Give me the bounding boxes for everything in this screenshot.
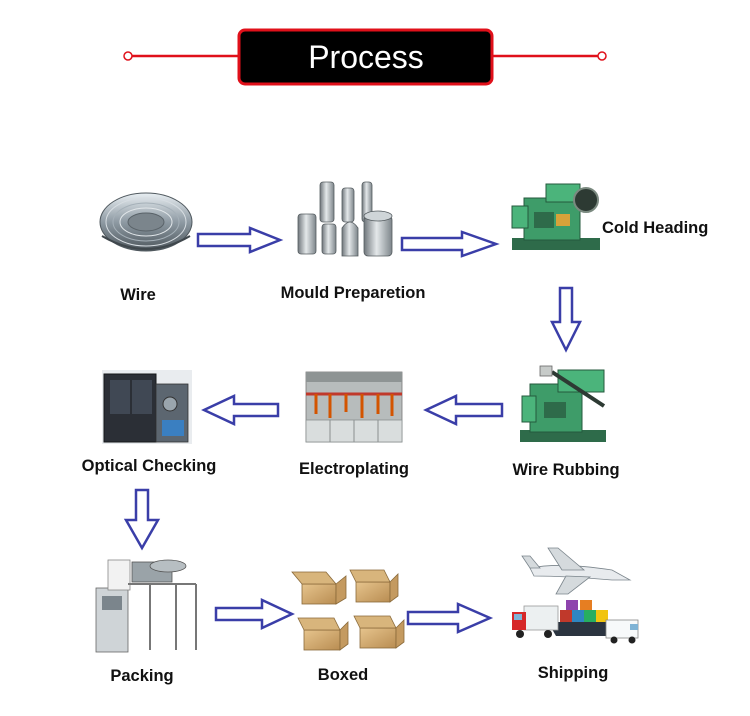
step-mould: Mould Preparetion [281, 181, 426, 302]
cold-heading-machine-icon [511, 183, 600, 250]
cardboard-boxes-icon [291, 569, 405, 651]
page-title: Process [308, 39, 424, 75]
arrow-wire-to-mould [196, 226, 284, 254]
step-boxed: Boxed [291, 569, 405, 684]
step-label-optical: Optical Checking [82, 457, 217, 475]
step-label-shipping: Shipping [538, 664, 609, 682]
box-4 [353, 615, 405, 649]
white-van-icon [605, 619, 639, 644]
arrow-packing-to-boxed [214, 598, 295, 630]
step-wire: Wire [99, 192, 193, 304]
arrow-wire-rubbing-to-electroplating [423, 394, 504, 426]
step-label-boxed: Boxed [318, 666, 368, 684]
arrow-optical-to-packing [123, 488, 161, 551]
box-3 [297, 617, 349, 651]
airplane-icon [521, 547, 632, 595]
step-label-mould: Mould Preparetion [281, 284, 426, 302]
title-box [237, 28, 494, 86]
red-truck-icon [512, 605, 559, 638]
step-electroplating: Electroplating [299, 371, 409, 478]
step-packing: Packing [95, 559, 197, 685]
arrow-cold-heading-to-wire-rubbing [549, 286, 583, 353]
step-label-wire-rubbing: Wire Rubbing [512, 461, 619, 479]
wire-coil-icon [99, 192, 193, 252]
flow-arrows [123, 226, 583, 634]
airplane-truck-ship-icon [512, 547, 639, 644]
title-dot-right [597, 51, 607, 61]
step-label-packing: Packing [110, 667, 173, 685]
step-label-cold-heading: Cold Heading [602, 219, 708, 237]
optical-sorting-machine-icon [102, 370, 192, 444]
step-shipping: Shipping [512, 547, 639, 682]
thread-rolling-machine-icon [520, 365, 606, 442]
title-dot-left [123, 51, 133, 61]
step-cold-heading: Cold Heading [511, 183, 708, 250]
packing-machine-icon [95, 559, 197, 653]
title-banner: Process [123, 28, 607, 86]
step-wire-rubbing: Wire Rubbing [512, 365, 620, 479]
arrow-boxed-to-shipping [406, 602, 494, 634]
step-optical: Optical Checking [82, 370, 217, 475]
mould-parts-icon [297, 181, 393, 257]
step-label-electroplating: Electroplating [299, 460, 409, 478]
arrow-electroplating-to-optical [201, 394, 280, 426]
step-label-wire: Wire [120, 286, 156, 304]
box-1 [291, 571, 347, 605]
box-2 [349, 569, 399, 603]
electroplating-line-icon [305, 371, 403, 443]
arrow-mould-to-cold-heading [400, 230, 500, 258]
